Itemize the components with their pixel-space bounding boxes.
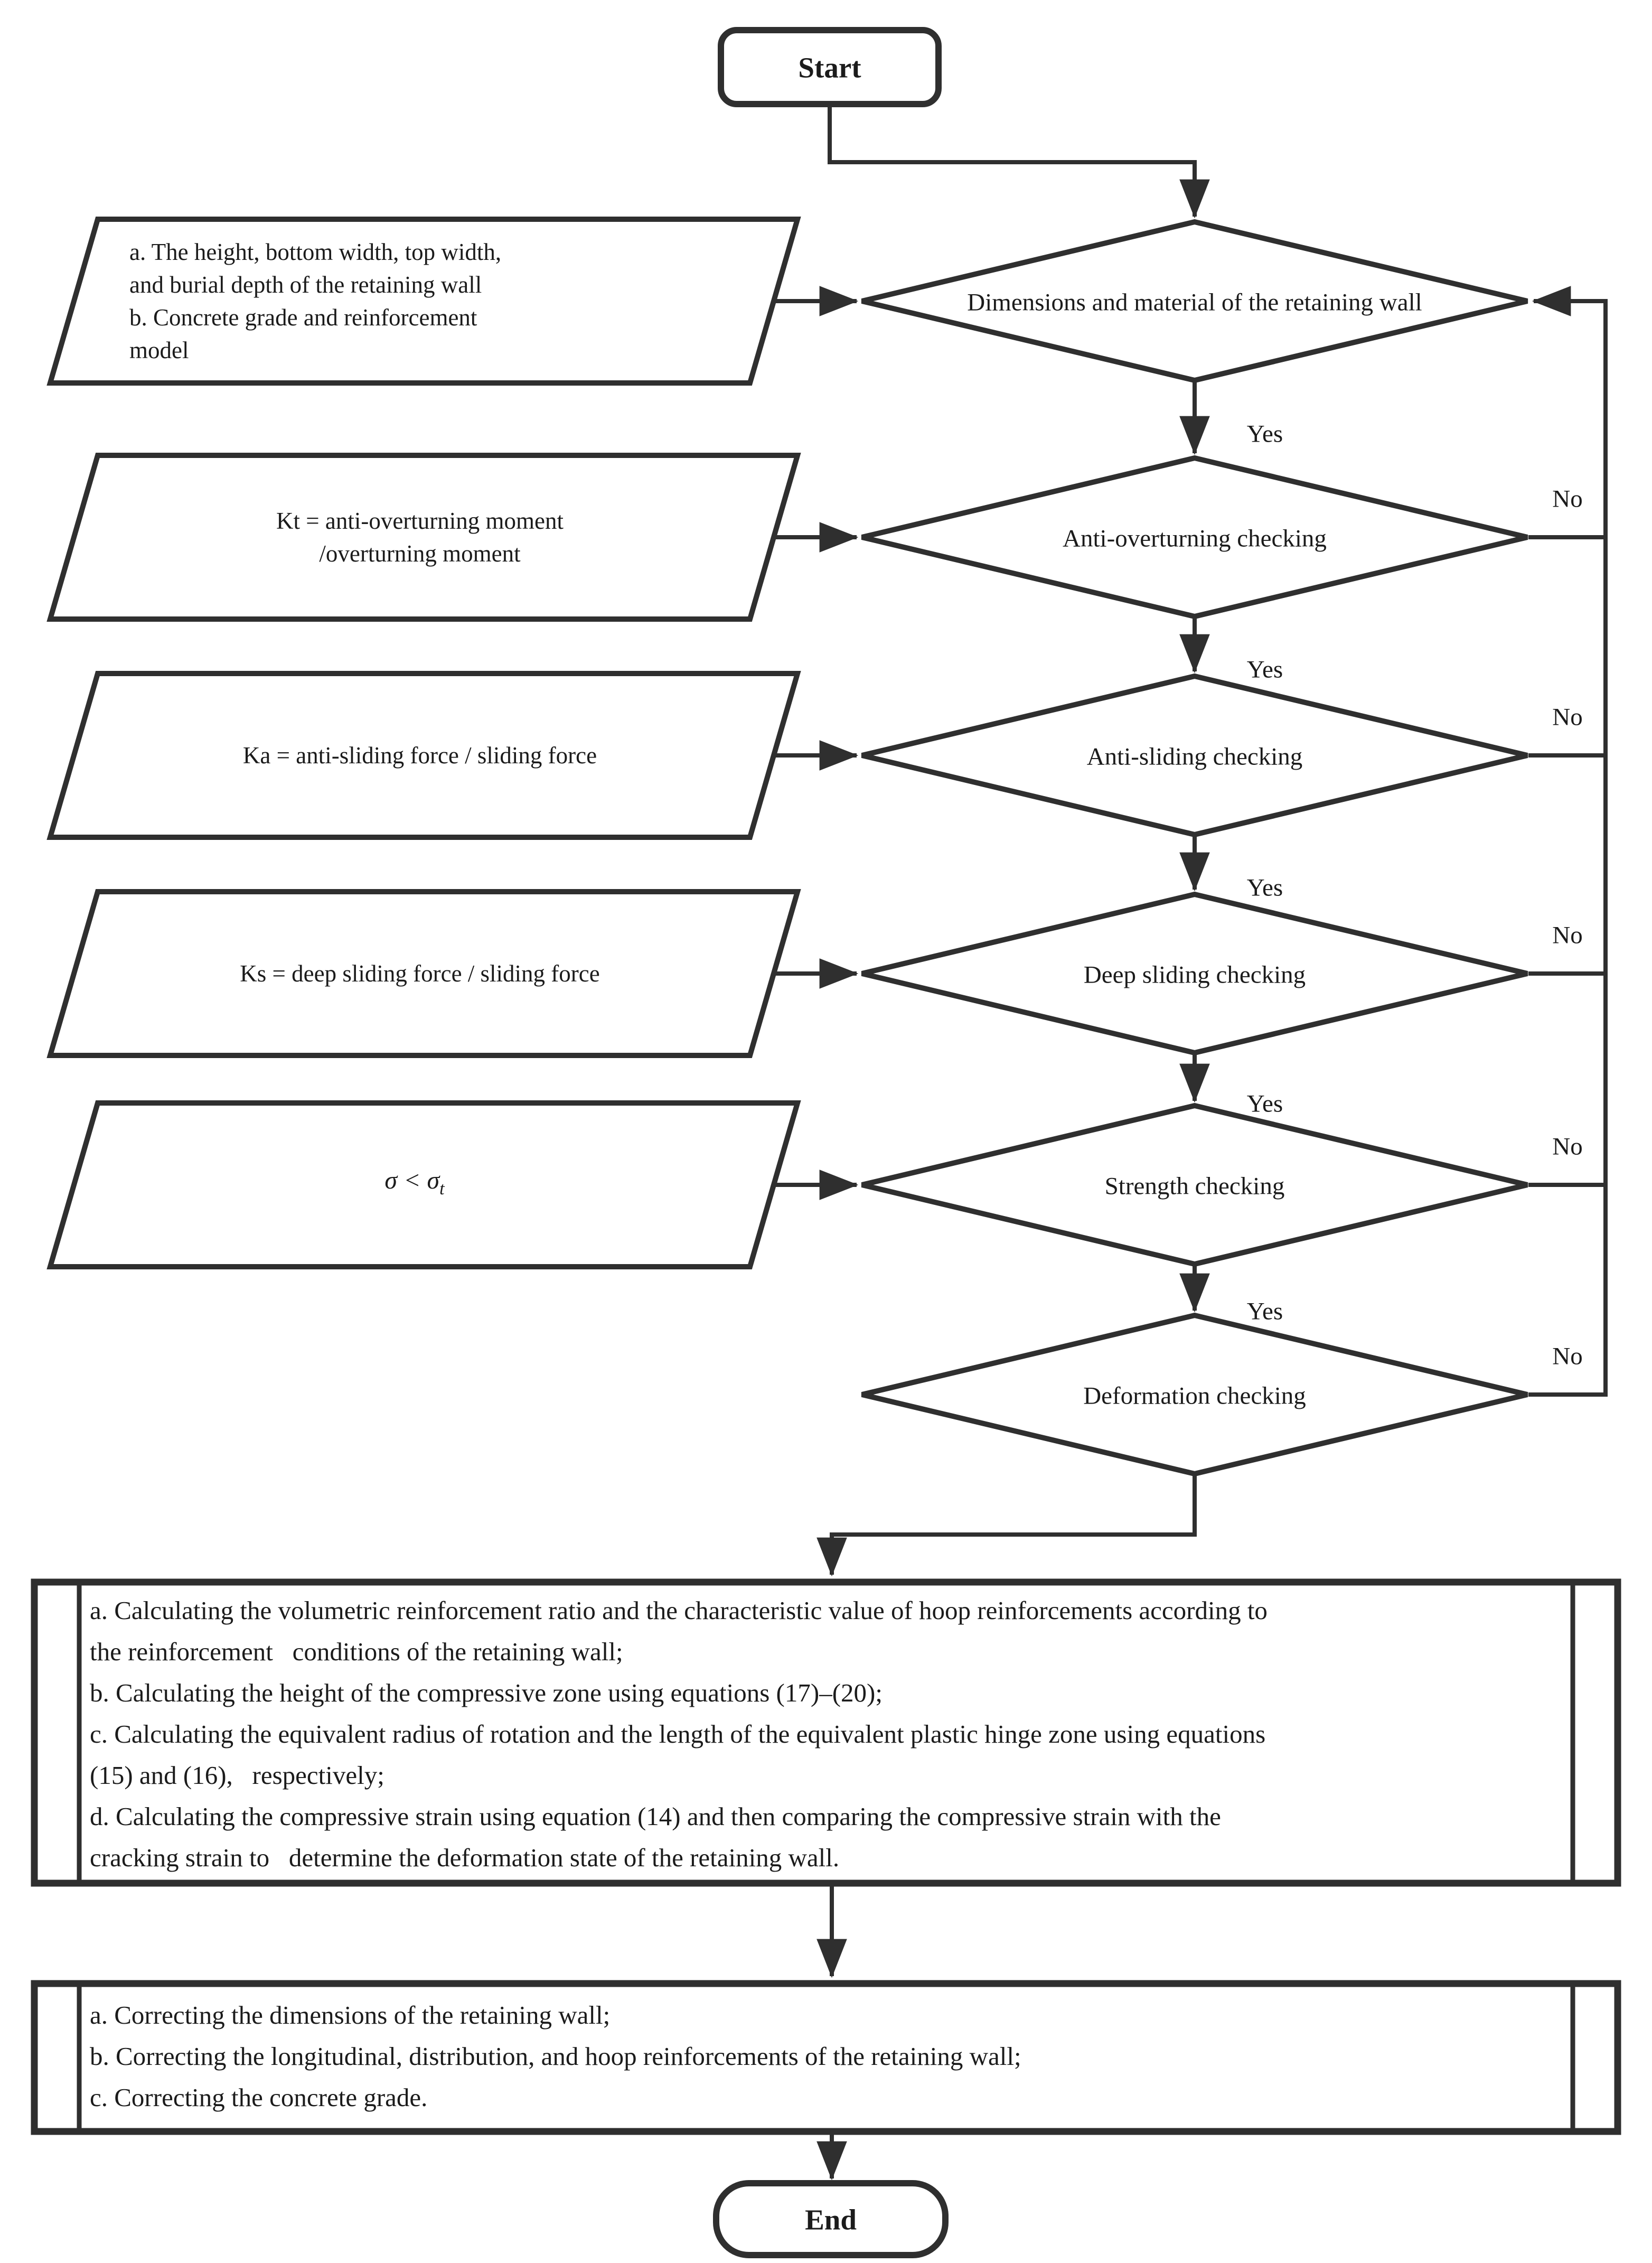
decision-strength-label: Strength checking: [1104, 1172, 1285, 1200]
input-ka-text: Ka = anti-sliding force / sliding force: [242, 742, 597, 769]
terminator-start-shape: [718, 27, 942, 107]
connector-start-to-decision1: [828, 104, 1210, 219]
input-ks-shape: [46, 889, 801, 1058]
process-calculation-box: [31, 1578, 1621, 1887]
decision-strength-shape: [861, 1102, 1528, 1267]
process-correction-text: a. Correcting the dimensions of the reta…: [90, 2000, 1021, 2112]
yes-label-5: Yes: [1246, 1297, 1283, 1325]
decision-dimensions-label: Dimensions and material of the retaining…: [967, 288, 1422, 316]
process-correction-box: [31, 1980, 1621, 2135]
yes-label-3: Yes: [1246, 874, 1283, 902]
no-label-4: No: [1552, 1133, 1583, 1161]
input-sigma-text: σ < σt: [256, 1164, 573, 1205]
no-label-2: No: [1552, 703, 1583, 731]
input-dimensions-shape: [46, 217, 801, 386]
decision-anti-overturning-label: Anti-overturning checking: [1063, 525, 1327, 553]
sigma-subscript: t: [439, 1179, 445, 1199]
decision-deformation-shape: [861, 1312, 1528, 1477]
yes-label-1: Yes: [1246, 420, 1283, 448]
input-kt-shape: [46, 453, 801, 622]
input-ka-shape: [46, 671, 801, 840]
terminator-end-shape: [713, 2180, 949, 2258]
decision-anti-sliding-label: Anti-sliding checking: [1086, 743, 1303, 771]
process-calculation-text: a. Calculating the volumetric reinforcem…: [90, 1596, 1268, 1872]
yes-label-4: Yes: [1246, 1090, 1283, 1118]
sigma-expression: σ < σ: [384, 1166, 440, 1195]
decision-anti-overturning-shape: [861, 455, 1528, 620]
decision-anti-sliding-shape: [861, 673, 1528, 838]
connector-decision6-to-process1: [816, 1475, 1197, 1577]
input-kt-text: Kt = anti-overturning moment /overturnin…: [276, 508, 564, 567]
no-label-1: No: [1552, 485, 1583, 513]
no-label-3: No: [1552, 921, 1583, 949]
input-ks-text: Ks = deep sliding force / sliding force: [240, 960, 600, 987]
yes-label-2: Yes: [1246, 656, 1283, 684]
no-label-5: No: [1552, 1342, 1583, 1370]
decision-deep-sliding-label: Deep sliding checking: [1083, 961, 1306, 989]
input-dimensions-text: a. The height, bottom width, top width, …: [129, 239, 502, 363]
decision-dimensions-shape: [861, 219, 1528, 384]
start-label: Start: [798, 51, 861, 84]
input-sigma-shape: [46, 1100, 801, 1269]
decision-deep-sliding-shape: [861, 891, 1528, 1056]
feedback-connector-to-decision1: [1528, 286, 1608, 1397]
decision-deformation-label: Deformation checking: [1083, 1382, 1306, 1410]
end-label: End: [805, 2203, 857, 2236]
